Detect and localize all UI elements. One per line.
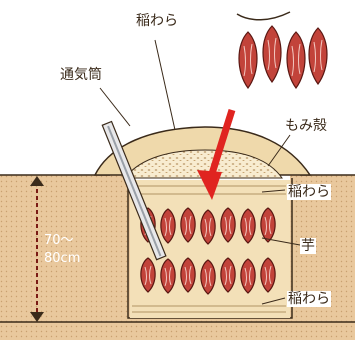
label-straw-lower: 稲わら [287, 291, 331, 307]
sweet-potato-bundle-icon [237, 12, 327, 88]
leader-vent-pipe [100, 88, 130, 126]
label-potato: 芋 [300, 238, 316, 254]
leader-top-straw [155, 40, 175, 130]
label-rice-husk: もみ殻 [285, 119, 327, 133]
depth-line-2: 80cm [44, 250, 80, 268]
label-top-straw: 稲わら [136, 14, 178, 28]
depth-label: 70～ 80cm [44, 232, 80, 268]
label-straw-upper: 稲わら [287, 184, 331, 200]
depth-line-1: 70～ [44, 232, 80, 250]
label-vent-pipe: 通気筒 [60, 68, 102, 82]
